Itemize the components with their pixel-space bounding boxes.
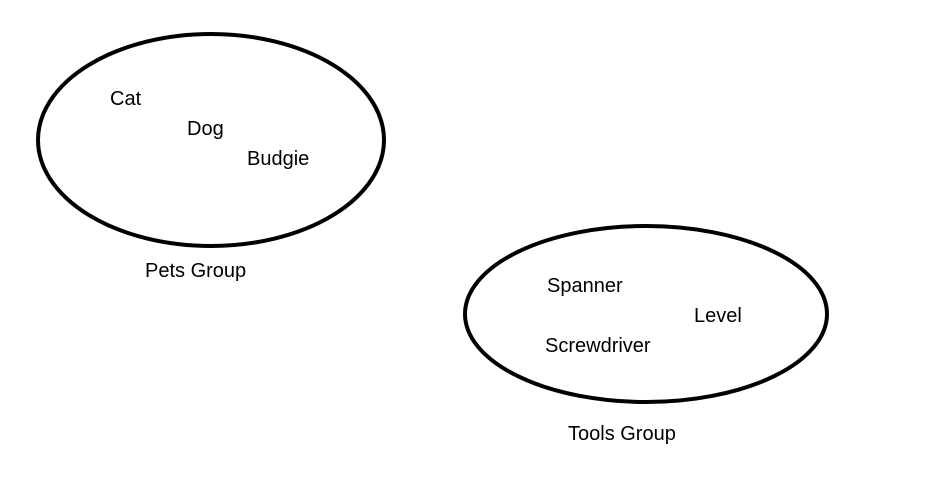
- pets-group-caption: Pets Group: [145, 260, 247, 282]
- set-member-screwdriver: Screwdriver: [545, 335, 651, 357]
- tools-group-ellipse[interactable]: [463, 224, 829, 404]
- set-member-level: Level: [694, 305, 742, 327]
- set-member-spanner: Spanner: [547, 275, 623, 297]
- set-member-cat: Cat: [110, 88, 142, 110]
- pets-group-ellipse[interactable]: [36, 32, 386, 248]
- tools-group-caption: Tools Group: [568, 423, 676, 445]
- set-member-budgie: Budgie: [247, 148, 310, 170]
- set-member-dog: Dog: [187, 118, 224, 140]
